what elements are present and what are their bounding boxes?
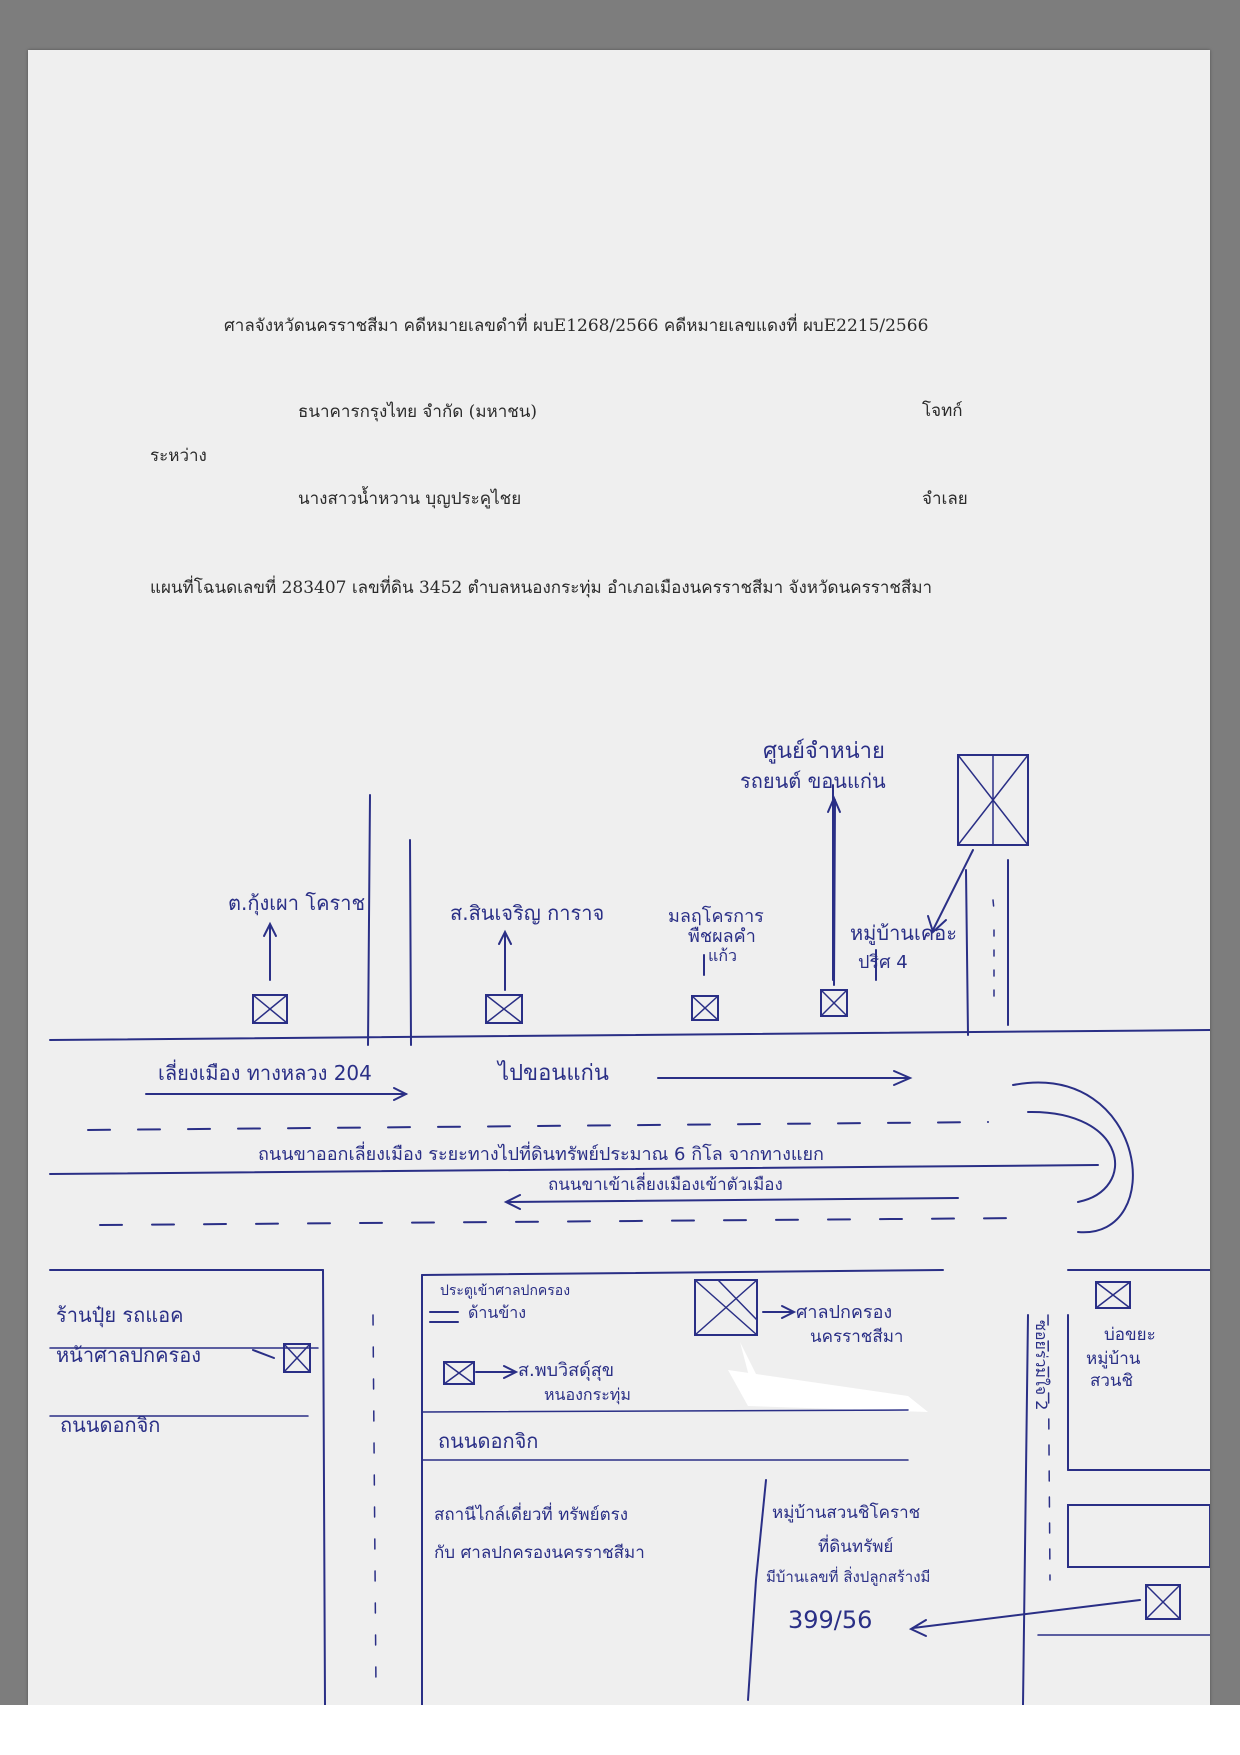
station-note: สถานีไกล์เดี่ยวที่ ทรัพย์ตรง: [434, 1502, 628, 1525]
mid-street-label: ถนนดอกจิก: [438, 1429, 538, 1453]
label-mulanithi-3: แก้ว: [708, 946, 737, 965]
label-mulanithi: มลฤโครการ: [668, 905, 764, 927]
plaintiff-role: โจทก์: [922, 401, 963, 421]
right-pond-label-3: สวนชิ: [1090, 1371, 1133, 1391]
right-pond-label: บ่อขยะ: [1104, 1325, 1156, 1345]
scan-bottom-margin: [0, 1705, 1240, 1755]
label-car-dealer: ศูนย์จำหน่าย: [763, 739, 885, 764]
map-title: แผนที่โฉนดเลขที่ 283407 เลขที่ดิน 3452 ต…: [150, 578, 933, 598]
defendant-name: นางสาวน้ำหวาน บุญประคูไชย: [298, 489, 522, 509]
defendant-role: จำเลย: [922, 489, 968, 509]
document-page: ศาลจังหวัดนครราชสีมา คดีหมายเลขดำที่ ผบE…: [28, 50, 1210, 1705]
label-village-ka: หมู่บ้านเคอะ: [850, 921, 957, 946]
left-shop-label: ร้านปุ๋ย รถแอค: [56, 1303, 184, 1328]
right-pond-label-2: หมู่บ้าน: [1086, 1349, 1141, 1369]
hand-drawn-location-map: ต.กุ้งเผา โคราช ส.สินเจริญ การาจ มลฤโครก…: [49, 739, 1210, 1705]
road-upper-direction: ไปขอนแก่น: [496, 1060, 609, 1086]
label-village-ka-2: ปริศ 4: [858, 952, 908, 973]
station-note-2: กับ ศาลปกครองนครราชสีมา: [434, 1543, 645, 1563]
school-label: ส.พบวิสดุ์สุข: [518, 1360, 614, 1381]
village-note-2: ที่ดินทรัพย์: [818, 1534, 893, 1557]
left-shop-label-2: หน้าศาลปกครอง: [56, 1343, 201, 1367]
court-label-2: นครราชสีมา: [810, 1327, 903, 1347]
road-lower-label: ถนนขาเข้าเลี่ยงเมืองเข้าตัวเมือง: [548, 1172, 783, 1195]
court-label: ศาลปกครอง: [796, 1302, 892, 1323]
house-number: 399/56: [788, 1606, 872, 1634]
plaintiff-name: ธนาคารกรุงไทย จำกัด (มหาชน): [298, 402, 538, 422]
label-kung-phao: ต.กุ้งเผา โคราช: [228, 891, 365, 916]
court-case-line: ศาลจังหวัดนครราชสีมา คดีหมายเลขดำที่ ผบE…: [224, 316, 929, 336]
school-label-2: หนองกระทุ่ม: [544, 1385, 631, 1405]
gate-label: ประตูเข้าศาลปกครอง: [440, 1283, 570, 1299]
left-street-label: ถนนดอกจิก: [60, 1413, 160, 1437]
label-sin-charoen: ส.สินเจริญ การาจ: [450, 901, 604, 925]
gate-label-2: ด้านข้าง: [468, 1303, 526, 1322]
road-mid-label: ถนนขาออกเลี่ยงเมือง ระยะทางไปที่ดินทรัพย…: [258, 1141, 824, 1165]
road-upper-label: เลี่ยงเมือง ทางหลวง 204: [158, 1059, 372, 1085]
label-mulanithi-2: พืชผลคำ: [688, 926, 756, 947]
between-label: ระหว่าง: [150, 446, 207, 466]
village-note: หมู่บ้านสวนชิโคราช: [772, 1502, 920, 1523]
soi-label: ซอยร่วมใจ 2: [1032, 1320, 1051, 1410]
label-car-dealer-2: รถยนต์ ขอนแก่น: [740, 769, 886, 793]
village-note-3: มีบ้านเลขที่ สิ่งปลูกสร้างมี: [766, 1566, 930, 1586]
